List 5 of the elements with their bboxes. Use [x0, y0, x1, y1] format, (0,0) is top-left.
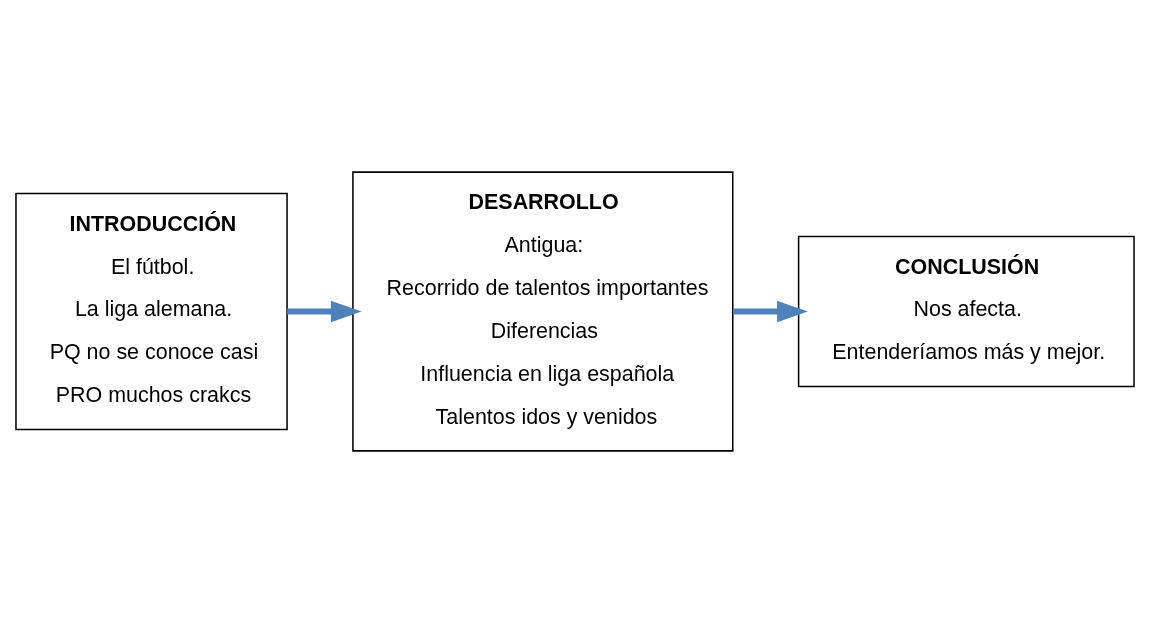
arrow	[287, 300, 362, 323]
arrow	[733, 300, 808, 323]
node-box: INTRODUCCIÓN El fútbol. La liga alemana. PQ no se conoce casi PRO muchos crakcs	[15, 192, 288, 431]
node-box: CONCLUSIÓN Nos afecta. Entenderíamos más y mejor.	[797, 235, 1135, 388]
node-box: DESARROLLO Antigua: Recorrido de talentos importantes Diferencias Influencia en liga española Talentos idos y venidos	[352, 171, 734, 452]
